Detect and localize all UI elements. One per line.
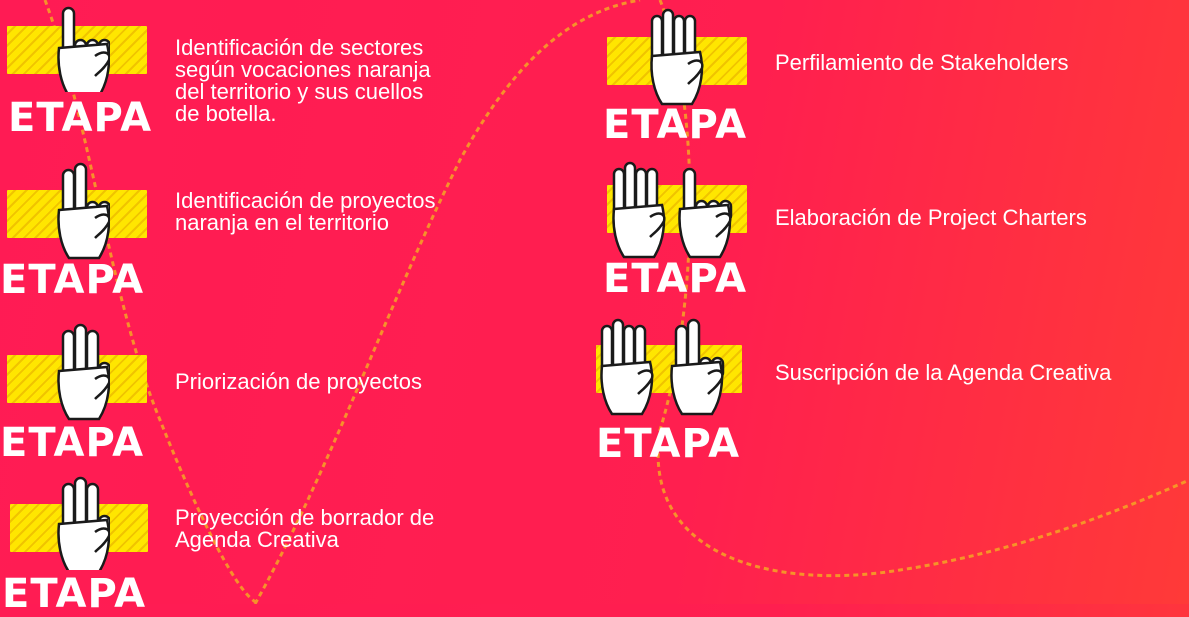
hand-five-fingers-icon xyxy=(650,8,704,106)
stage-6: ETAPA Elaboración de Project Charters xyxy=(600,155,1189,300)
stage-3: ETAPA Priorización de proyectos xyxy=(0,315,520,465)
stage-label: ETAPA xyxy=(0,257,145,303)
hand-three-fingers-icon xyxy=(57,323,110,421)
stage-label: ETAPA xyxy=(2,571,147,617)
stage-label: ETAPA xyxy=(0,420,145,466)
hand-one-finger-icon xyxy=(57,6,110,92)
hand-six-fingers-icon xyxy=(612,161,733,259)
hand-seven-fingers-icon xyxy=(600,318,725,416)
stage-label: ETAPA xyxy=(603,256,748,302)
hand-three-fingers-icon xyxy=(57,476,110,570)
stage-5: ETAPA Perfilamiento de Stakeholders xyxy=(600,0,1189,145)
stage-description: Elaboración de Project Charters xyxy=(775,205,1087,230)
stage-label: ETAPA xyxy=(8,95,153,141)
hand-two-fingers-icon xyxy=(57,162,110,260)
stage-7: ETAPA Suscripción de la Agenda Creativa xyxy=(596,310,1189,464)
stage-description: Perfilamiento de Stakeholders xyxy=(775,50,1069,75)
stage-description: Suscripción de la Agenda Creativa xyxy=(775,360,1112,385)
stage-description: Priorización de proyectos xyxy=(175,369,423,394)
stage-label: ETAPA xyxy=(603,102,748,148)
stage-label: ETAPA xyxy=(596,421,741,467)
